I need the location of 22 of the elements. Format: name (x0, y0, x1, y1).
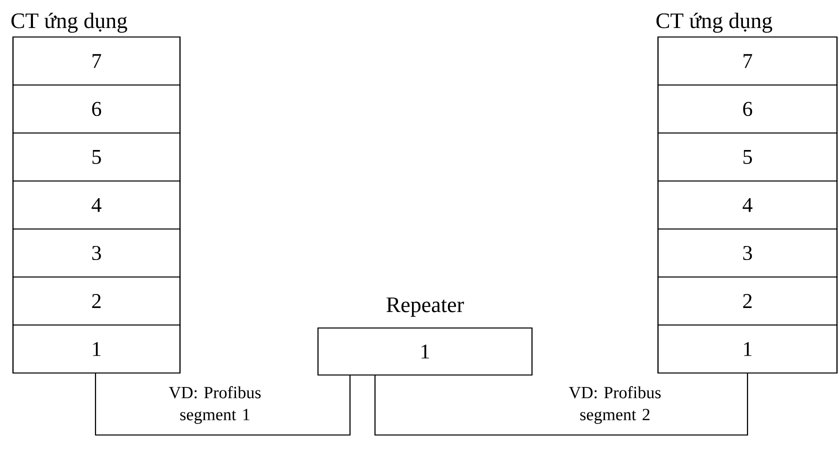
layer-box: 3 (657, 228, 838, 278)
layer-box: 3 (12, 228, 181, 278)
layer-box: 1 (12, 324, 181, 374)
layer-box: 1 (657, 324, 838, 374)
layer-box: 7 (657, 36, 838, 86)
edge-label: VD: Profibus segment 2 (559, 385, 671, 425)
connector-line (374, 374, 748, 436)
layer-box: 4 (12, 180, 181, 230)
layer-box: 2 (657, 276, 838, 326)
layer-box: 5 (657, 132, 838, 182)
layer-box: 6 (657, 84, 838, 134)
node-label: Repeater (386, 298, 464, 317)
repeater-box: 1 Repeater (317, 298, 533, 376)
layer-box: 4 (657, 180, 838, 230)
edge-label: VD: Profibus segment 1 (159, 385, 271, 425)
layer-box: 2 (12, 276, 181, 326)
layer-box: 6 (12, 84, 181, 134)
node-label: CT ứng dụng (656, 12, 772, 33)
connector-line (94, 374, 351, 436)
node-label: CT ứng dụng (11, 12, 128, 33)
layer-box: 7 (12, 36, 181, 86)
layer-box: 5 (12, 132, 181, 182)
